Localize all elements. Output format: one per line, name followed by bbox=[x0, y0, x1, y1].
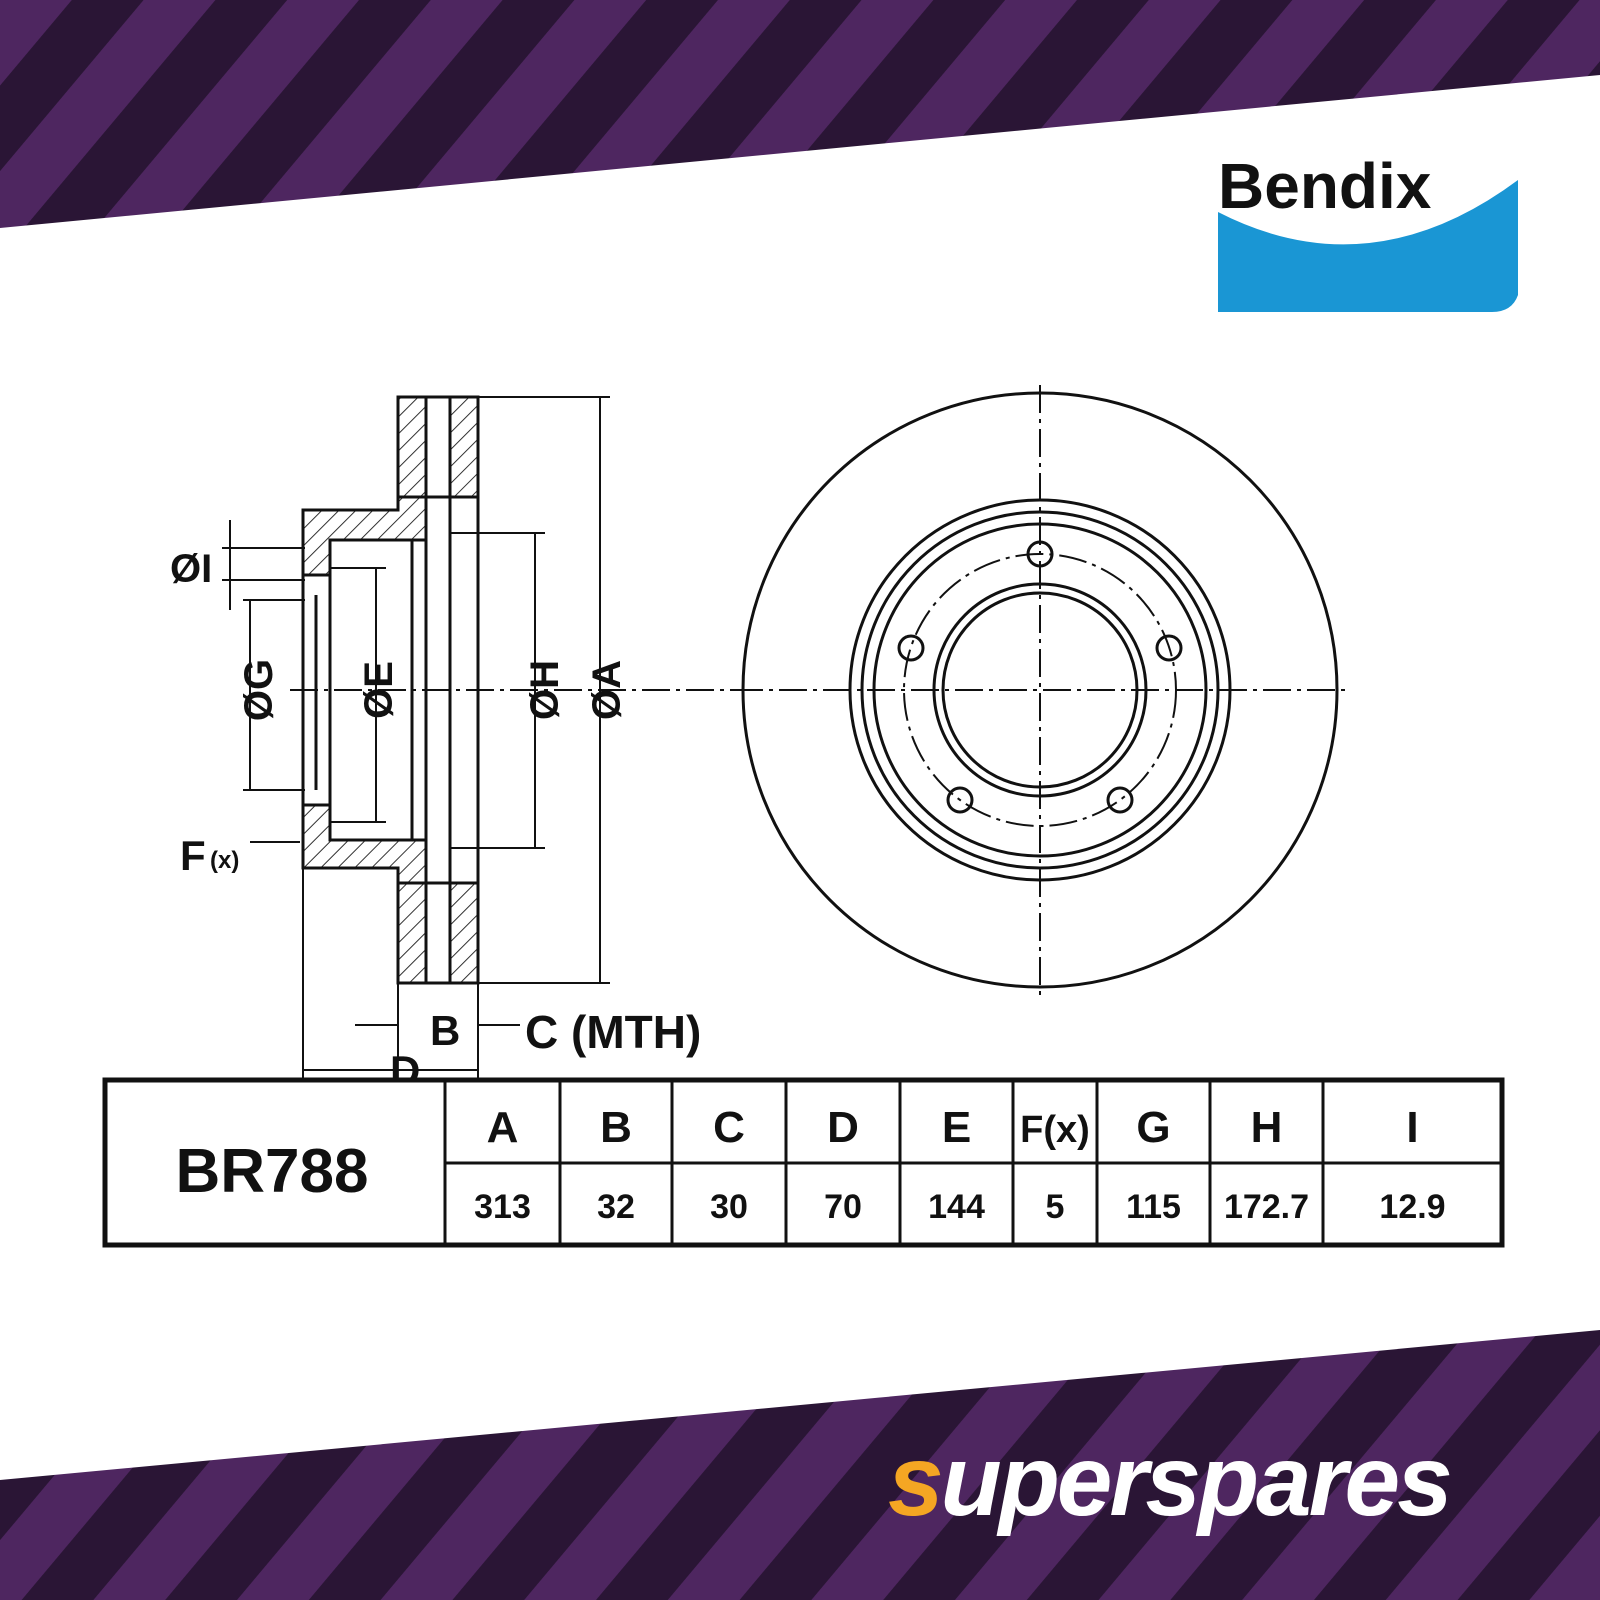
label-c-mth: C (MTH) bbox=[525, 1006, 701, 1058]
column-value: 5 bbox=[1046, 1188, 1065, 1226]
label-dia-e: ØE bbox=[357, 661, 401, 719]
column-value: 313 bbox=[474, 1188, 531, 1226]
label-b: B bbox=[430, 1007, 460, 1054]
column-value: 32 bbox=[597, 1188, 635, 1226]
column-header-e: E bbox=[942, 1103, 971, 1152]
column-header-b: B bbox=[600, 1103, 632, 1152]
bendix-wordmark: Bendix bbox=[1218, 150, 1432, 222]
stud-holes bbox=[897, 540, 1183, 814]
top-stripe-band bbox=[0, 0, 1600, 228]
bendix-logo: Bendix bbox=[1218, 150, 1518, 312]
label-f: F bbox=[180, 832, 206, 879]
column-value: 115 bbox=[1126, 1188, 1181, 1226]
svg-text:superspares: superspares bbox=[888, 1425, 1450, 1537]
column-header-g: G bbox=[1136, 1103, 1170, 1152]
column-value: 12.9 bbox=[1379, 1188, 1445, 1226]
column-header-d: D bbox=[827, 1103, 859, 1152]
column-value: 70 bbox=[824, 1188, 862, 1226]
bottom-stripe-band bbox=[0, 1330, 1600, 1600]
label-dia-a: ØA bbox=[585, 660, 629, 720]
column-value: 172.7 bbox=[1224, 1188, 1309, 1226]
rotor-front-view bbox=[735, 385, 1345, 1000]
column-header-i: I bbox=[1406, 1103, 1418, 1152]
label-dia-i: ØI bbox=[170, 547, 212, 591]
part-number: BR788 bbox=[176, 1137, 369, 1206]
label-dia-g: ØG bbox=[237, 659, 281, 721]
label-f-sub: (x) bbox=[210, 847, 239, 874]
column-header-c: C bbox=[713, 1103, 745, 1152]
label-dia-h: ØH bbox=[523, 660, 567, 720]
column-value: 30 bbox=[710, 1188, 748, 1226]
column-value: 144 bbox=[928, 1188, 985, 1226]
rotor-section-view: ØA ØH ØE ØG ØI F (x) B C (MTH) D bbox=[170, 395, 740, 1094]
column-header-fx: F(x) bbox=[1020, 1109, 1090, 1151]
spec-table: BR788 A 313 B 32 C 30 D 70 E 144 F(x) 5 G 115 H 172.7 I 1… bbox=[102, 1077, 1505, 1248]
column-header-h: H bbox=[1251, 1103, 1283, 1152]
column-header-a: A bbox=[487, 1103, 519, 1152]
superspares-logo: superspares bbox=[888, 1425, 1453, 1537]
